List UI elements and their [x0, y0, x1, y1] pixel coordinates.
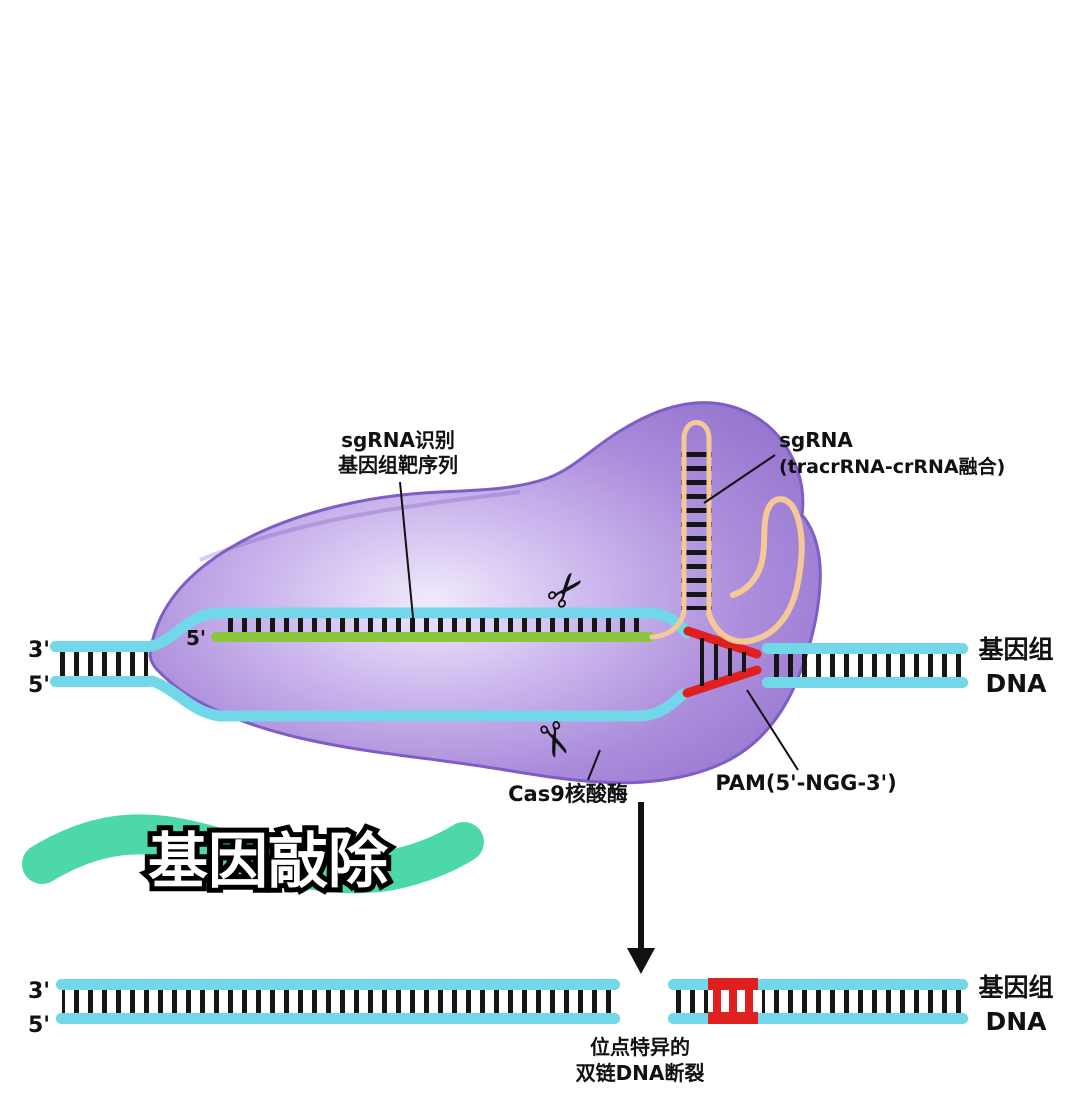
pam-site	[682, 626, 762, 698]
base-pairs	[762, 988, 962, 1016]
base-pairs	[766, 652, 964, 680]
unwound-top-strand	[146, 607, 693, 652]
base-pairs	[62, 988, 614, 1016]
genomic-dna-left	[50, 641, 154, 687]
dna-top-strand	[56, 979, 620, 990]
label-sgrna-recognition-line2: 基因组靶序列	[338, 453, 458, 477]
genome-dna-bottom-label-line2: DNA	[985, 1007, 1047, 1036]
bottom-section: 3' 5' 基因组 DNA 位点特异的 双链DNA断裂	[28, 973, 1054, 1085]
callout-pam: PAM(5'-NGG-3')	[715, 689, 897, 795]
cleaved-dna-left	[56, 979, 620, 1024]
break-site	[708, 978, 758, 1024]
gene-knockout-title: 基因敲除	[148, 827, 389, 897]
dna-bottom-strand	[50, 676, 154, 687]
top-5prime-label: 5'	[28, 673, 50, 698]
tracr-loop	[706, 496, 805, 645]
label-sgrna-line2: (tracrRNA-crRNA融合)	[779, 455, 1005, 478]
callout-line	[703, 454, 776, 504]
bottom-5prime-label: 5'	[28, 1013, 50, 1038]
dna-top-strand	[50, 641, 154, 652]
break-base-pair	[713, 985, 721, 1019]
dsb-caption: 位点特异的 双链DNA断裂	[576, 1035, 705, 1085]
break-base-pair	[729, 985, 737, 1019]
genome-dna-top-label-line2: DNA	[985, 669, 1047, 698]
bottom-3prime-label: 3'	[28, 979, 50, 1004]
arrow-head	[627, 948, 655, 974]
pam-bottom-strand	[682, 665, 762, 698]
top-section: 3' 5' 5' 基因组 DNA	[28, 401, 1054, 806]
label-cas9: Cas9核酸酶	[508, 782, 628, 806]
knockout-banner: 基因敲除	[22, 814, 484, 902]
break-base-pair	[745, 985, 753, 1019]
callout-sgrna: sgRNA (tracrRNA-crRNA融合)	[703, 428, 1005, 504]
dna-top-strand	[762, 643, 968, 654]
hairpin-to-guide-curve	[649, 609, 687, 640]
label-dsb-line2: 双链DNA断裂	[576, 1061, 705, 1085]
guide-5prime-label: 5'	[186, 626, 206, 650]
hairpin-top-loop	[681, 420, 712, 445]
dna-bottom-strand	[56, 1013, 620, 1024]
cleaved-dna-right	[668, 978, 968, 1024]
label-sgrna-recognition-line1: sgRNA识别	[341, 428, 455, 452]
sgrna-hairpin	[649, 420, 805, 645]
cleavage-arrow	[627, 802, 655, 974]
callout-cas9: Cas9核酸酶	[508, 749, 628, 806]
genome-dna-bottom-label-line1: 基因组	[978, 973, 1053, 1002]
cas9-protein-ridge	[199, 490, 521, 562]
callout-sgrna-recognition: sgRNA识别 基因组靶序列	[338, 428, 458, 629]
dna-inside-cas9	[146, 607, 693, 722]
top-3prime-label: 3'	[28, 638, 50, 663]
base-pairs	[674, 988, 708, 1016]
genome-dna-top-label-line1: 基因组	[978, 635, 1053, 664]
dna-bottom-strand	[762, 677, 968, 688]
guide-base-pairs	[222, 618, 646, 633]
pam-top-strand	[683, 626, 762, 659]
callout-line	[746, 689, 799, 771]
label-dsb-line1: 位点特异的	[590, 1035, 690, 1059]
genomic-dna-right	[762, 643, 968, 688]
callout-line	[399, 481, 415, 629]
label-sgrna-line1: sgRNA	[779, 428, 853, 452]
label-pam: PAM(5'-NGG-3')	[715, 771, 896, 795]
callout-line	[587, 749, 601, 781]
unwound-bottom-strand	[146, 675, 689, 722]
cas9-protein-body	[148, 401, 822, 785]
highlight-ribbon	[22, 814, 484, 894]
base-pairs	[56, 650, 148, 679]
